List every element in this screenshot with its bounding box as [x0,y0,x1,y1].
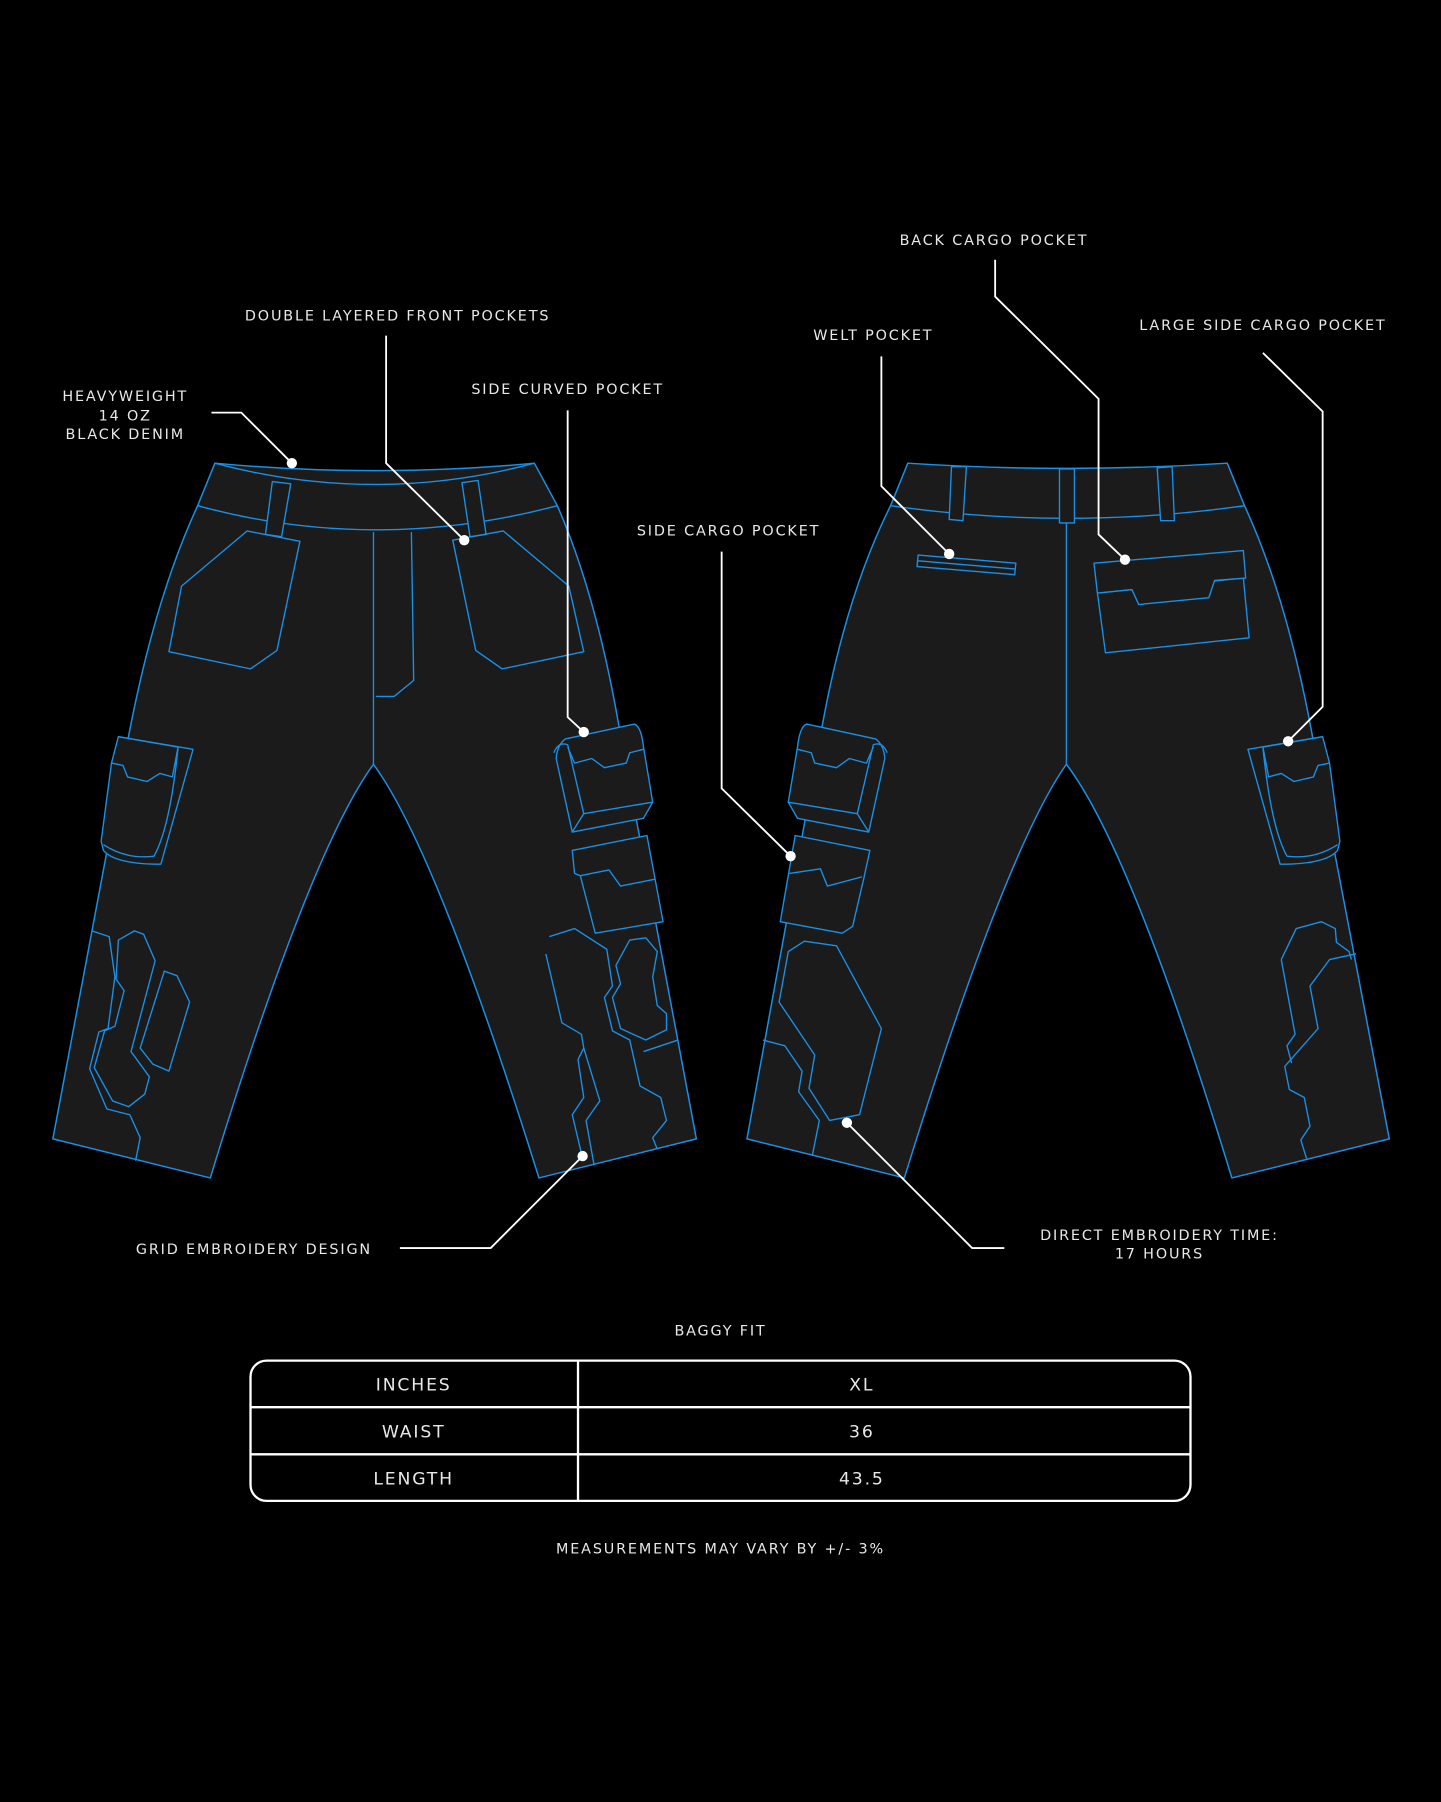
annotation-label: WELT POCKET [813,328,933,344]
annotation-grid-embroidery: GRID EMBROIDERY DESIGN [136,1150,588,1258]
belt-loop [1058,468,1076,524]
back-side-cargo-flap-upper [788,743,888,833]
size-chart: BAGGY FIT INCHES XL WAIST 36 LENGTH 43.5… [249,1323,1192,1558]
front-lower-cargo-flap [580,869,656,887]
annotation-large-side-cargo-pocket: LARGE SIDE CARGO POCKET [1139,318,1386,747]
annotation-label: BACK CARGO POCKET [900,233,1089,249]
front-pocket-left [168,530,301,670]
annotation-back-cargo-pocket: BACK CARGO POCKET [900,233,1131,565]
annotation-side-curved-pocket: SIDE CURVED POCKET [471,382,664,738]
back-cargo-flap [1093,549,1247,606]
pants-back-view [746,462,1391,1179]
table-row: WAIST 36 [382,1423,875,1443]
pants-front-view [52,462,698,1179]
annotation-label: SIDE CURVED POCKET [471,382,664,398]
annotation-heavyweight: HEAVYWEIGHT 14 OZ BLACK DENIM [62,389,298,469]
row-label: WAIST [382,1423,446,1443]
welt-pocket [916,554,1017,576]
annotation-label: 17 HOURS [1115,1246,1204,1262]
front-lower-cargo-pocket [571,834,664,934]
embroidery-grid-back-right [1280,920,1357,1159]
annotation-label: HEAVYWEIGHT [62,389,188,405]
row-value: 43.5 [839,1470,885,1490]
fly [372,532,415,765]
back-side-cargo-pocket-upper [787,723,886,833]
front-pants-outline [52,462,698,1179]
header-cell: INCHES [376,1376,452,1396]
embroidery-grid-front-left [88,930,191,1161]
annotation-welt-pocket: WELT POCKET [813,328,955,560]
side-cargo-pocket [779,834,871,934]
belt-loop [1156,465,1176,522]
annotation-embroidery-time: DIRECT EMBROIDERY TIME: 17 HOURS [841,1117,1279,1262]
side-curved-flap [553,743,653,833]
side-cargo-flap [789,868,863,887]
annotation-label: SIDE CARGO POCKET [637,524,820,540]
belt-loop [264,480,292,538]
annotation-label: 14 OZ [99,409,152,425]
annotation-label: LARGE SIDE CARGO POCKET [1139,318,1386,334]
large-side-cargo-flap [1262,735,1338,858]
embroidery-grid-front-right [545,927,679,1166]
header-cell: XL [849,1376,874,1396]
row-label: LENGTH [373,1470,454,1490]
annotation-label: DOUBLE LAYERED FRONT POCKETS [245,309,550,325]
side-curved-pocket [555,723,654,833]
belt-loop [948,465,968,522]
size-chart-title: BAGGY FIT [674,1323,766,1339]
annotation-side-cargo-pocket: SIDE CARGO POCKET [637,524,820,862]
size-chart-header-row: INCHES XL [376,1376,874,1396]
left-cargo-flap [103,735,179,858]
annotation-label: BLACK DENIM [66,427,185,443]
annotation-label: DIRECT EMBROIDERY TIME: [1040,1228,1279,1244]
front-waistband [197,462,558,531]
annotation-label: GRID EMBROIDERY DESIGN [136,1242,372,1258]
size-chart-table-border [249,1359,1192,1502]
row-value: 36 [849,1423,875,1443]
measurement-note: MEASUREMENTS MAY VARY BY +/- 3% [556,1542,885,1558]
front-pocket-right [452,530,585,670]
embroidery-grid-back-left [762,940,883,1156]
table-row: LENGTH 43.5 [373,1470,885,1490]
annotation-front-pockets: DOUBLE LAYERED FRONT POCKETS [245,309,550,546]
